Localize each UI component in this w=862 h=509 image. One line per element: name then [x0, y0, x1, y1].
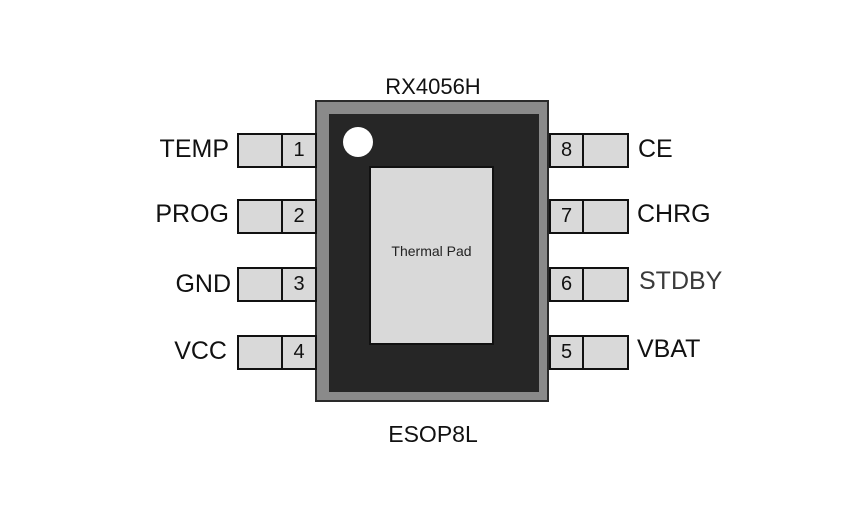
pin-2: 2: [237, 199, 317, 234]
pin-number: 6: [551, 269, 584, 300]
pin-number: 4: [293, 341, 305, 363]
pin-label-stdby: STDBY: [639, 267, 723, 295]
pin-label-vbat: VBAT: [637, 335, 701, 363]
pin-lead: [239, 337, 283, 368]
pin-lead: [239, 269, 283, 300]
pin-number: 7: [551, 201, 584, 232]
pin-lead: [584, 337, 627, 368]
pin-lead: [584, 135, 627, 166]
pin-number: 8: [551, 135, 584, 166]
pin-label-ce: CE: [638, 135, 673, 163]
pin-5: 5: [549, 335, 629, 370]
pin-label-gnd: GND: [175, 270, 231, 298]
pin-label-chrg: CHRG: [637, 200, 711, 228]
pin-label-temp: TEMP: [159, 135, 229, 163]
package-type-label: ESOP8L: [388, 421, 478, 447]
pin-3: 3: [237, 267, 317, 302]
pin-label-prog: PROG: [155, 200, 229, 228]
pin-4: 4: [237, 335, 317, 370]
pin-number: 5: [551, 337, 584, 368]
thermal-pad-label: Thermal Pad: [391, 242, 472, 259]
pin-lead: [239, 135, 283, 166]
thermal-pad: Thermal Pad: [369, 166, 494, 345]
part-number-label: RX4056H: [385, 74, 481, 99]
pin-6: 6: [549, 267, 629, 302]
pin-number: 1: [293, 139, 305, 161]
pin-number: 3: [293, 273, 305, 295]
pin-8: 8: [549, 133, 629, 168]
pin-label-vcc: VCC: [174, 337, 227, 365]
pin-lead: [584, 269, 627, 300]
pin-number: 2: [293, 205, 305, 227]
pin-lead: [239, 201, 283, 232]
pin1-marker-icon: [343, 127, 373, 157]
pin-1: 1: [237, 133, 317, 168]
pin-7: 7: [549, 199, 629, 234]
pin-lead: [584, 201, 627, 232]
